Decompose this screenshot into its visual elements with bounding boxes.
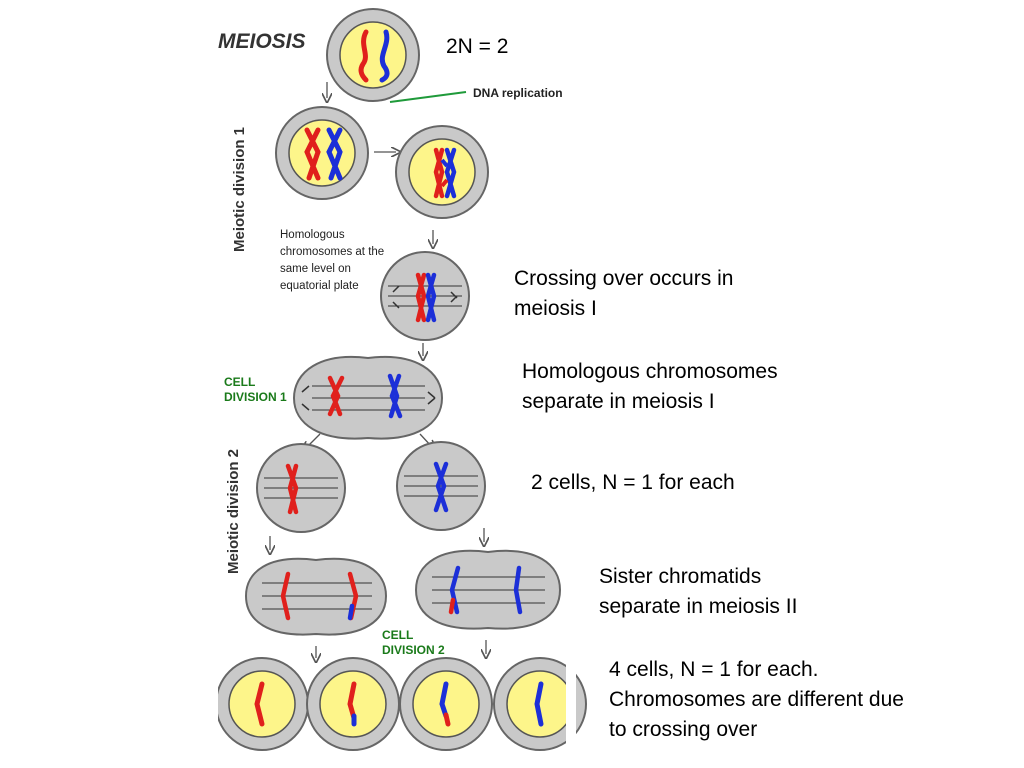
maternal-chromosome <box>358 29 369 83</box>
diagram-title: MEIOSIS <box>218 30 306 53</box>
cell-stage-3 <box>395 125 489 219</box>
cell-stage-7-left <box>244 557 388 636</box>
cell-stage-7-right <box>414 549 562 630</box>
cell-stage-5-anaphase-1 <box>292 355 444 440</box>
cell-stage-2 <box>275 106 369 200</box>
paternal-chromosome <box>379 29 390 83</box>
equatorial-note: Homologous chromosomes at the same level… <box>280 229 387 292</box>
cell-division-2-label: CELL DIVISION 2 <box>382 628 445 657</box>
cell-stage-4-metaphase-1 <box>380 251 470 341</box>
meiotic-division-1-label: Meiotic division 1 <box>231 127 248 252</box>
dna-replication-pointer <box>389 91 467 103</box>
crossing-over-note: Crossing over occurs in meiosis I <box>514 267 734 320</box>
daughter-cell-1 <box>215 657 309 751</box>
cell-division-1-label: CELL DIVISION 1 <box>224 375 287 404</box>
dna-replication-label: DNA replication <box>473 86 563 100</box>
cell-stage-6-left <box>256 443 346 533</box>
daughter-cell-3 <box>399 657 493 751</box>
sister-chromatids-note: Sister chromatids separate in meiosis II <box>599 565 798 618</box>
daughter-cell-4 <box>493 657 587 751</box>
cell-stage-6-right <box>396 441 486 531</box>
daughter-cell-2 <box>306 657 400 751</box>
ploidy-note: 2N = 2 <box>446 35 509 58</box>
meiotic-division-2-label: Meiotic division 2 <box>225 449 242 574</box>
cell-stage-1 <box>326 8 420 102</box>
homologous-separate-note: Homologous chromosomes separate in meios… <box>522 360 778 413</box>
four-cells-note: 4 cells, N = 1 for each. Chromosomes are… <box>609 658 904 741</box>
two-cells-note: 2 cells, N = 1 for each <box>531 471 735 494</box>
